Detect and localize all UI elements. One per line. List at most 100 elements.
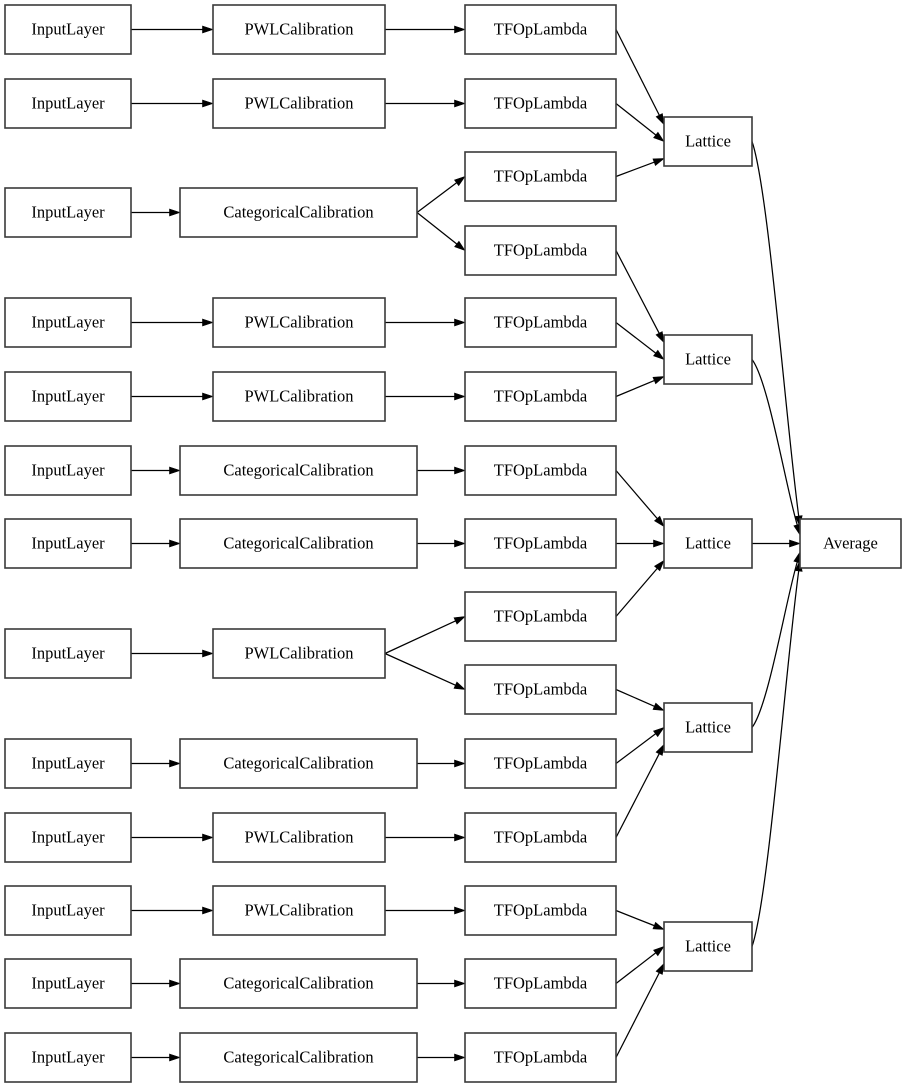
edge-in3-to-cal3 <box>131 208 181 217</box>
node-lambda-lam3[interactable]: TFOpLambda <box>464 151 617 202</box>
node-categorical-cal7[interactable]: CategoricalCalibration <box>179 518 418 569</box>
node-input-in1[interactable]: InputLayer <box>4 4 132 55</box>
node-border <box>179 738 418 789</box>
edge-arrowhead <box>655 743 665 756</box>
node-lambda-lam14[interactable]: TFOpLambda <box>464 958 617 1009</box>
node-pwl-cal2[interactable]: PWLCalibration <box>212 78 386 129</box>
node-lambda-lam5[interactable]: TFOpLambda <box>464 297 617 348</box>
node-lattice-lat4[interactable]: Lattice <box>663 702 753 753</box>
node-input-in9[interactable]: InputLayer <box>4 738 132 789</box>
node-border <box>4 1032 132 1083</box>
edge-line <box>615 972 660 1058</box>
node-pwl-cal11[interactable]: PWLCalibration <box>212 885 386 936</box>
edge-lam9-to-lat3 <box>615 559 665 617</box>
node-lambda-lam9[interactable]: TFOpLambda <box>464 591 617 642</box>
edge-lam6-to-lat2 <box>615 376 665 398</box>
edge-line <box>615 103 657 136</box>
node-input-in8[interactable]: InputLayer <box>4 628 132 679</box>
node-average-avg[interactable]: Average <box>799 518 902 569</box>
edge-line <box>615 250 660 334</box>
edge-line <box>384 652 456 686</box>
edge-arrowhead <box>655 331 665 344</box>
edge-arrowhead <box>653 349 665 361</box>
edge-line <box>751 359 798 526</box>
node-border <box>464 812 617 863</box>
node-lambda-lam6[interactable]: TFOpLambda <box>464 371 617 422</box>
node-lambda-lam1[interactable]: TFOpLambda <box>464 4 617 55</box>
node-border <box>179 187 418 238</box>
node-input-in13[interactable]: InputLayer <box>4 1032 132 1083</box>
node-input-in2[interactable]: InputLayer <box>4 78 132 129</box>
node-lambda-lam15[interactable]: TFOpLambda <box>464 1032 617 1083</box>
edge-line <box>615 753 660 838</box>
node-input-in10[interactable]: InputLayer <box>4 812 132 863</box>
node-input-in7[interactable]: InputLayer <box>4 518 132 569</box>
edge-arrowhead <box>653 945 665 957</box>
node-input-in4[interactable]: InputLayer <box>4 297 132 348</box>
node-input-in12[interactable]: InputLayer <box>4 958 132 1009</box>
node-border <box>663 921 753 972</box>
node-border <box>212 78 386 129</box>
node-lattice-lat2[interactable]: Lattice <box>663 334 753 385</box>
node-border <box>464 958 617 1009</box>
edge-arrowhead <box>454 979 466 988</box>
node-lambda-lam7[interactable]: TFOpLambda <box>464 445 617 496</box>
edge-cal7-to-lam8 <box>417 539 466 548</box>
node-categorical-cal3[interactable]: CategoricalCalibration <box>179 187 418 238</box>
node-lambda-lam12[interactable]: TFOpLambda <box>464 812 617 863</box>
node-pwl-cal5[interactable]: PWLCalibration <box>212 371 386 422</box>
edge-arrowhead <box>454 240 466 252</box>
node-lambda-lam2[interactable]: TFOpLambda <box>464 78 617 129</box>
edge-arrowhead <box>653 539 665 548</box>
node-input-in11[interactable]: InputLayer <box>4 885 132 936</box>
node-categorical-cal13[interactable]: CategoricalCalibration <box>179 1032 418 1083</box>
node-border <box>4 812 132 863</box>
edge-arrowhead <box>169 539 181 548</box>
edge-in1-to-cal1 <box>131 25 214 34</box>
node-lattice-lat1[interactable]: Lattice <box>663 116 753 167</box>
node-input-in5[interactable]: InputLayer <box>4 371 132 422</box>
node-input-in3[interactable]: InputLayer <box>4 187 132 238</box>
edge-lat2-to-avg <box>751 359 801 536</box>
node-lambda-lam4[interactable]: TFOpLambda <box>464 225 617 276</box>
edge-line <box>615 161 655 178</box>
node-categorical-cal6[interactable]: CategoricalCalibration <box>179 445 418 496</box>
node-lambda-lam8[interactable]: TFOpLambda <box>464 518 617 569</box>
node-border <box>464 297 617 348</box>
node-border <box>4 738 132 789</box>
edge-arrowhead <box>454 25 466 34</box>
edge-line <box>615 470 658 519</box>
edge-cal8-to-lam10 <box>384 652 466 690</box>
edge-line <box>416 212 458 245</box>
node-lambda-lam11[interactable]: TFOpLambda <box>464 738 617 789</box>
edge-lam8-to-lat3 <box>616 539 665 548</box>
edge-line <box>384 620 456 655</box>
node-pwl-cal8[interactable]: PWLCalibration <box>212 628 386 679</box>
node-lattice-lat5[interactable]: Lattice <box>663 921 753 972</box>
node-categorical-cal12[interactable]: CategoricalCalibration <box>179 958 418 1009</box>
edge-in6-to-cal6 <box>131 466 181 475</box>
edge-in9-to-cal9 <box>131 759 181 768</box>
node-lattice-lat3[interactable]: Lattice <box>663 518 753 569</box>
edge-cal9-to-lam11 <box>417 759 466 768</box>
node-pwl-cal10[interactable]: PWLCalibration <box>212 812 386 863</box>
node-pwl-cal4[interactable]: PWLCalibration <box>212 297 386 348</box>
node-categorical-cal9[interactable]: CategoricalCalibration <box>179 738 418 789</box>
edge-arrowhead <box>789 539 801 548</box>
node-border <box>4 371 132 422</box>
edge-in8-to-cal8 <box>131 649 214 658</box>
node-border <box>464 738 617 789</box>
node-lambda-lam13[interactable]: TFOpLambda <box>464 885 617 936</box>
node-border <box>464 371 617 422</box>
edge-arrowhead <box>653 726 665 738</box>
node-input-in6[interactable]: InputLayer <box>4 445 132 496</box>
edge-line <box>615 379 655 398</box>
edge-arrowhead <box>454 466 466 475</box>
edge-arrowhead <box>169 979 181 988</box>
edge-arrowhead <box>655 962 665 975</box>
node-pwl-cal1[interactable]: PWLCalibration <box>212 4 386 55</box>
node-border <box>464 445 617 496</box>
node-border <box>464 885 617 936</box>
node-lambda-lam10[interactable]: TFOpLambda <box>464 664 617 715</box>
